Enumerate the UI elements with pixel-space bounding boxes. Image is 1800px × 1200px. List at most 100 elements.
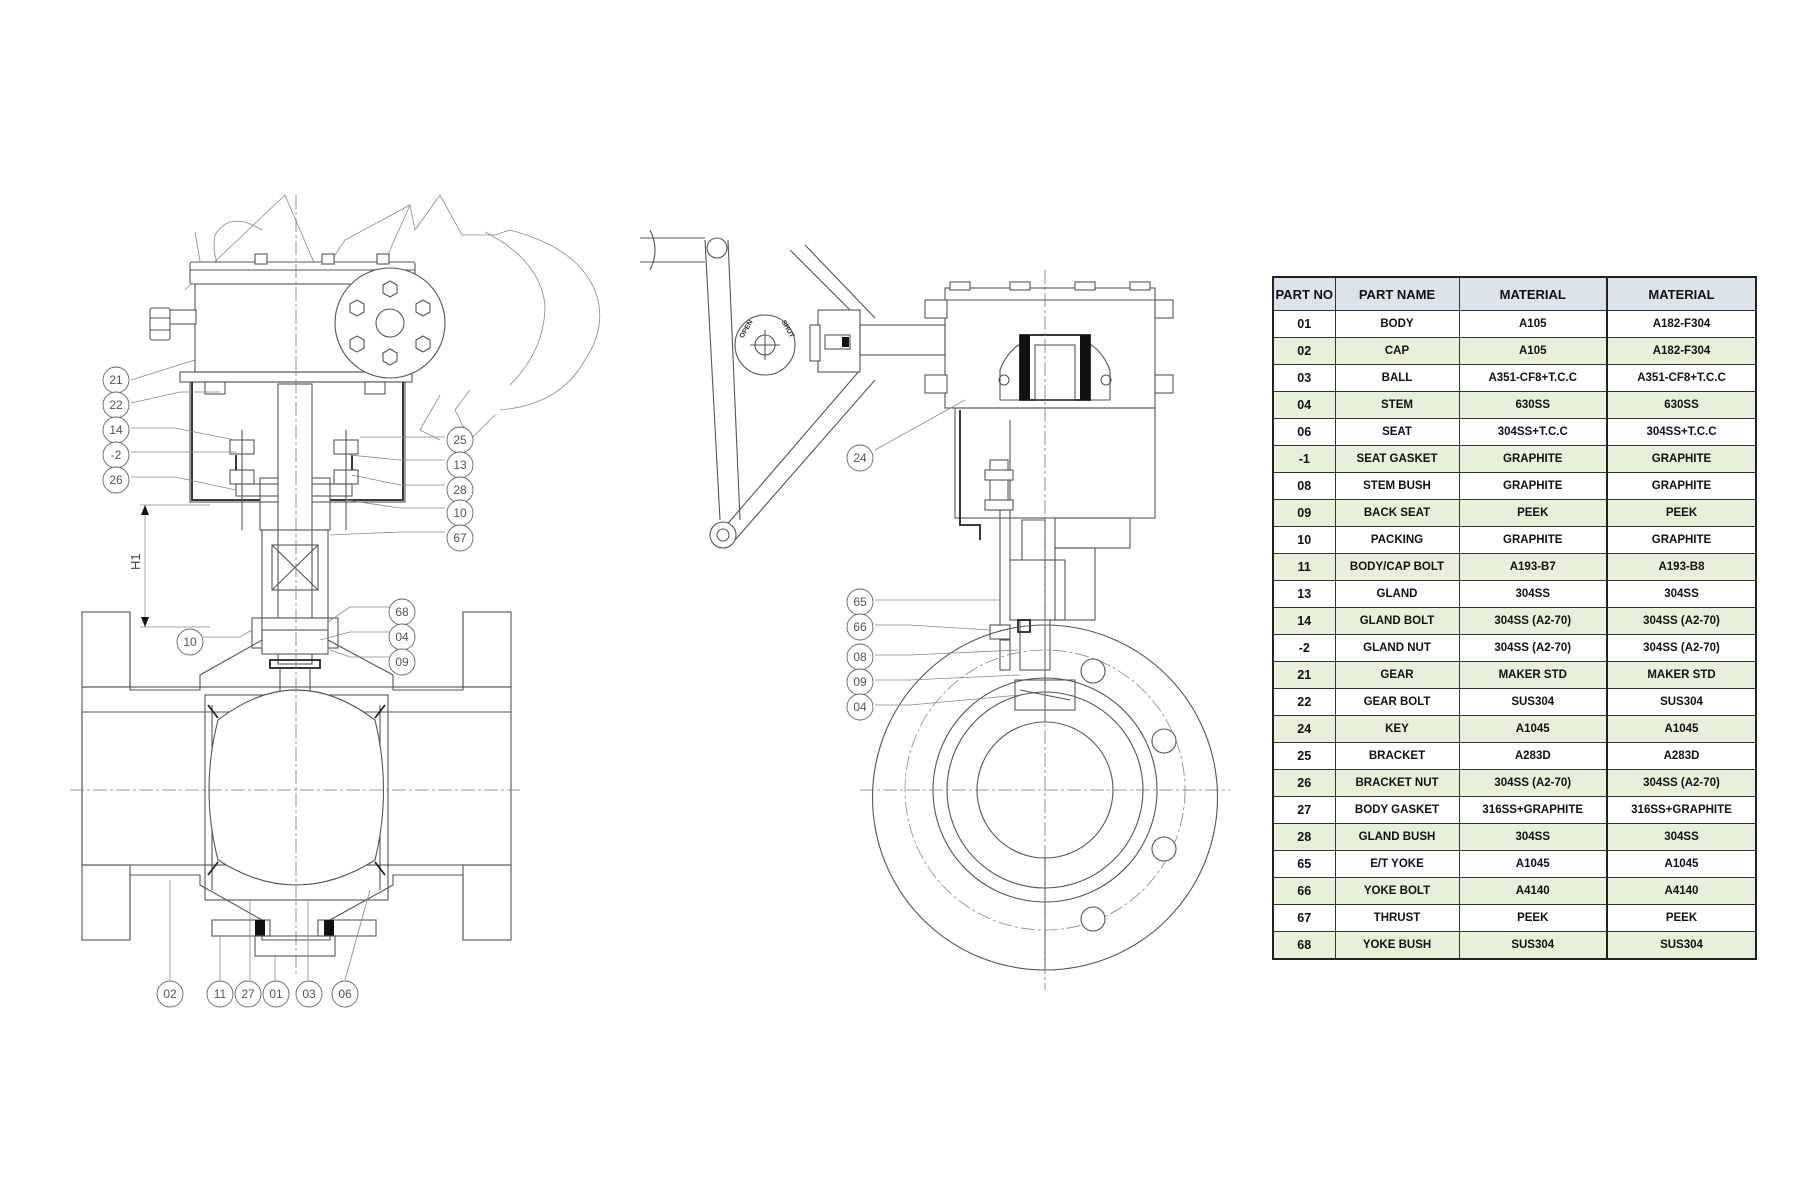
cell-part-name: STEM BUSH (1334, 472, 1460, 500)
cell-part-name: YOKE BUSH (1334, 931, 1460, 960)
callout-bubble: 14 (102, 416, 130, 444)
cell-material-1: GRAPHITE (1458, 445, 1608, 473)
callout-label: -2 (111, 448, 122, 462)
callout-bubble: 65 (846, 588, 874, 616)
callout-label: 28 (453, 483, 467, 497)
callout-label: 09 (853, 675, 867, 689)
h1-label: H1 (128, 553, 143, 570)
cell-part-name: CAP (1334, 337, 1460, 365)
callout-label: 11 (214, 987, 227, 1001)
callout-label: 26 (109, 473, 123, 487)
cell-part-no: 10 (1272, 526, 1336, 554)
table-header-row: PART NO PART NAME MATERIAL MATERIAL (1272, 276, 1757, 311)
cell-material-2: A1045 (1606, 715, 1757, 743)
callout-bubble: 04 (388, 623, 416, 651)
cell-material-1: A105 (1458, 337, 1608, 365)
callout-bubble: -2 (102, 441, 130, 469)
cell-part-name: GLAND NUT (1334, 634, 1460, 662)
callout-label: 14 (109, 423, 123, 437)
cell-material-2: GRAPHITE (1606, 472, 1757, 500)
cell-part-no: 21 (1272, 661, 1336, 689)
callout-label: 04 (853, 700, 867, 714)
cell-part-no: 03 (1272, 364, 1336, 392)
cell-material-2: MAKER STD (1606, 661, 1757, 689)
callout-bubble: 06 (331, 980, 359, 1008)
cell-part-name: BODY (1334, 310, 1460, 338)
callout-label: 67 (453, 531, 467, 545)
cell-material-2: A193-B8 (1606, 553, 1757, 581)
cell-part-no: 65 (1272, 850, 1336, 878)
callout-bubble: 11 (206, 980, 234, 1008)
cell-part-no: 13 (1272, 580, 1336, 608)
cell-part-name: GLAND (1334, 580, 1460, 608)
cell-material-1: A193-B7 (1458, 553, 1608, 581)
cell-part-name: BALL (1334, 364, 1460, 392)
cell-part-name: SEAT GASKET (1334, 445, 1460, 473)
callout-label: 09 (395, 655, 409, 669)
cell-material-2: 304SS (1606, 823, 1757, 851)
callout-label: 03 (302, 987, 316, 1001)
callout-label: 25 (453, 433, 467, 447)
cell-part-no: 06 (1272, 418, 1336, 446)
callout-bubbles: 21 22 14 -2 26 25 13 28 10 67 68 04 09 1… (102, 366, 874, 1008)
callout-bubble: 08 (846, 643, 874, 671)
cell-material-1: PEEK (1458, 904, 1608, 932)
callout-bubble: 67 (446, 524, 474, 552)
cell-part-no: -1 (1272, 445, 1336, 473)
cell-part-name: STEM (1334, 391, 1460, 419)
cell-part-name: GEAR (1334, 661, 1460, 689)
cell-material-2: A283D (1606, 742, 1757, 770)
cell-material-1: A105 (1458, 310, 1608, 338)
cell-part-no: 01 (1272, 310, 1336, 338)
front-section-view: H1 (70, 194, 601, 981)
cell-part-name: GLAND BOLT (1334, 607, 1460, 635)
callout-label: 24 (853, 451, 867, 465)
callout-bubble: 13 (446, 451, 474, 479)
callout-label: 06 (338, 987, 352, 1001)
callout-bubble: 26 (102, 466, 130, 494)
cell-part-name: BODY/CAP BOLT (1334, 553, 1460, 581)
cell-material-1: 630SS (1458, 391, 1608, 419)
front-leader-lines (130, 359, 445, 981)
cell-part-no: 11 (1272, 553, 1336, 581)
callout-bubble: 28 (446, 476, 474, 504)
cell-part-no: 14 (1272, 607, 1336, 635)
cell-material-1: SUS304 (1458, 688, 1608, 716)
callout-bubble: 21 (102, 366, 130, 394)
callout-bubble: 24 (846, 444, 874, 472)
cell-material-2: GRAPHITE (1606, 445, 1757, 473)
callout-label: 10 (453, 506, 467, 520)
cell-material-1: A4140 (1458, 877, 1608, 905)
cell-material-2: A182-F304 (1606, 310, 1757, 338)
cell-part-name: GLAND BUSH (1334, 823, 1460, 851)
callout-label: 21 (109, 373, 123, 387)
cell-part-name: KEY (1334, 715, 1460, 743)
cell-material-1: A1045 (1458, 850, 1608, 878)
callout-label: 13 (453, 458, 467, 472)
callout-label: 02 (163, 987, 177, 1001)
cell-part-name: YOKE BOLT (1334, 877, 1460, 905)
callout-bubble: 25 (446, 426, 474, 454)
cell-material-1: GRAPHITE (1458, 472, 1608, 500)
cell-material-2: A4140 (1606, 877, 1757, 905)
callout-bubble: 10 (446, 499, 474, 527)
cell-part-no: 08 (1272, 472, 1336, 500)
callout-label: 08 (853, 650, 867, 664)
cell-part-no: 02 (1272, 337, 1336, 365)
